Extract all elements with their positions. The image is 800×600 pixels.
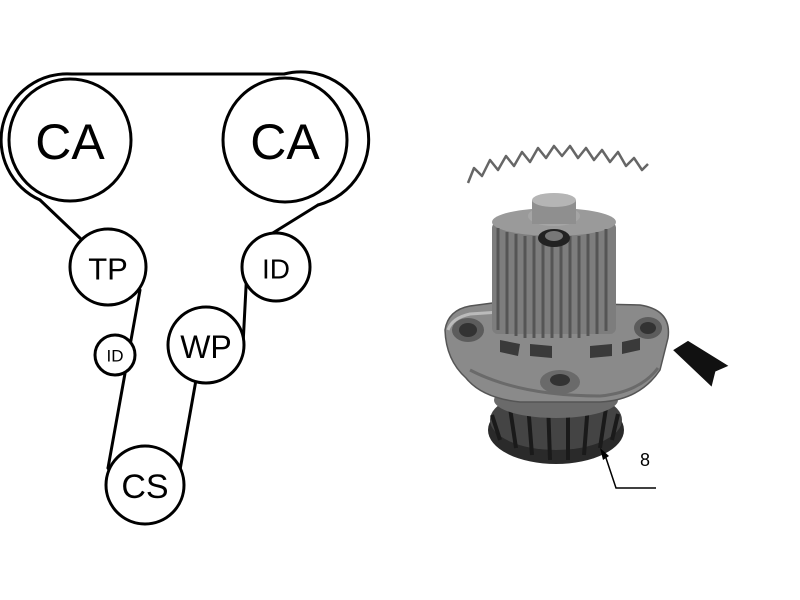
belt-diagram: CA CA TP ID WP ID CS bbox=[0, 70, 371, 526]
callout-8: 8 bbox=[600, 448, 656, 489]
pulley-cs-label: CS bbox=[121, 468, 168, 506]
pulley-cs: CS bbox=[104, 444, 186, 526]
pulley-id-small: ID bbox=[93, 333, 137, 377]
pulley-tp-label: TP bbox=[88, 252, 128, 287]
pulley-id-small-label: ID bbox=[107, 347, 124, 366]
pulley-id-right: ID bbox=[240, 231, 312, 303]
pulley-id-right-label: ID bbox=[262, 254, 290, 285]
pulley-ca-left: CA bbox=[7, 77, 133, 203]
belt-right-lower bbox=[178, 378, 198, 472]
belt-left-lower bbox=[106, 288, 142, 470]
gasket-wave bbox=[466, 144, 649, 184]
pulley-tp: TP bbox=[68, 227, 148, 307]
pulley-ca-right-label: CA bbox=[250, 114, 320, 170]
pulley-wp: WP bbox=[166, 305, 246, 385]
belt-ca-right-wrap bbox=[282, 70, 371, 207]
pulley-ca-right: CA bbox=[221, 76, 349, 204]
belt-left-upper bbox=[38, 198, 84, 242]
pulley-wp-label: WP bbox=[180, 329, 232, 365]
callout-number: 8 bbox=[640, 450, 650, 470]
direction-arrow-icon bbox=[670, 339, 732, 390]
belt-right-upper bbox=[266, 203, 320, 238]
pump-sprocket bbox=[492, 193, 616, 338]
water-pump-illustration: 8 bbox=[444, 144, 732, 489]
pulley-ca-left-label: CA bbox=[35, 114, 105, 170]
belt-ca-left-wrap bbox=[0, 72, 74, 202]
